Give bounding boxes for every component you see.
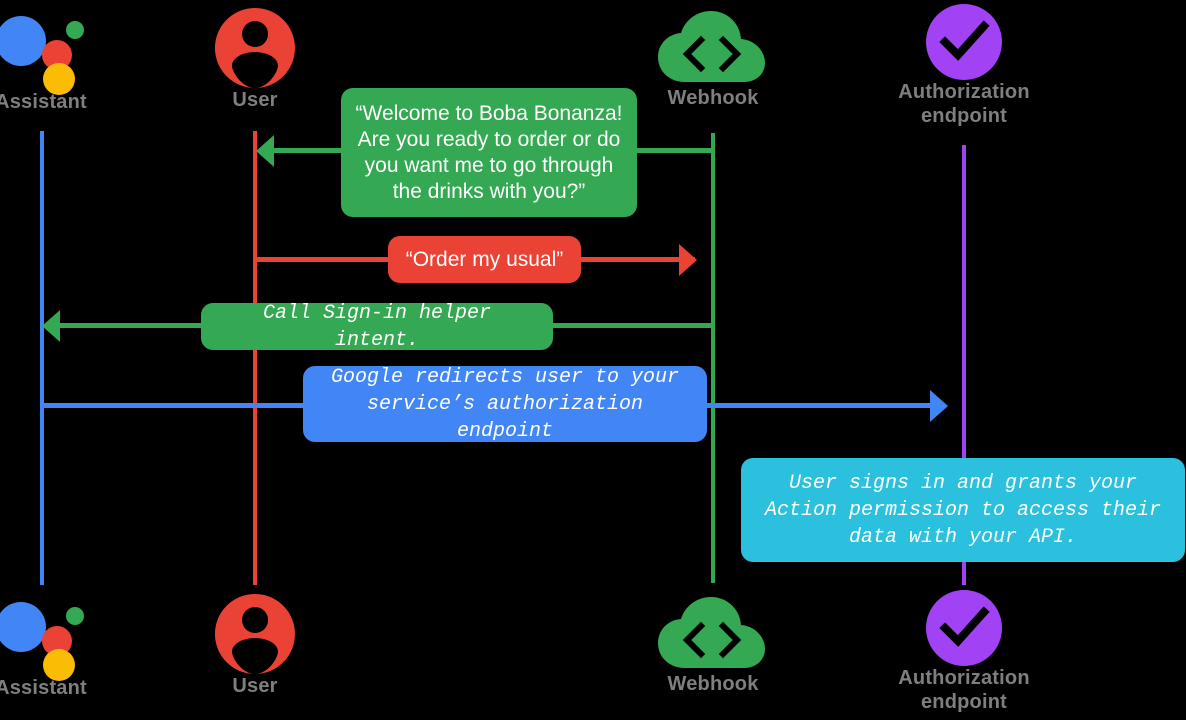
lifeline-assistant (40, 131, 44, 585)
actor-label-authorization-bottom: Authorization endpoint (898, 667, 1030, 713)
user-avatar-svg-bottom (214, 594, 295, 674)
cloud-code-icon-bottom (657, 596, 769, 672)
actor-webhook-bottom: Webhook (613, 596, 813, 696)
lifeline-user (253, 131, 257, 585)
assistant-dot-yellow (43, 63, 75, 95)
actor-authorization-bottom: Authorization endpoint (864, 590, 1064, 714)
google-assistant-dots-icon (0, 8, 86, 95)
message-bubble-signin: Call Sign-in helper intent. (201, 302, 553, 352)
user-avatar-icon (214, 8, 295, 88)
cloud-code-icon (657, 10, 769, 86)
message-bubble-redirect: Google redirects user to your service’s … (303, 365, 707, 443)
purple-check-svg-bottom (926, 590, 1002, 666)
message-text-signin: Call Sign-in helper intent. (262, 301, 492, 352)
purple-check-circle-icon-bottom (926, 590, 1002, 666)
actor-label-assistant-bottom: Assistant (0, 677, 87, 699)
assistant-dot-green (66, 607, 84, 625)
purple-check-svg (926, 4, 1002, 80)
actor-label-user-bottom: User (232, 675, 278, 697)
actor-assistant-bottom: Assistant (0, 594, 141, 700)
purple-check-circle-icon (926, 4, 1002, 80)
actor-label-assistant-top: Assistant (0, 91, 87, 113)
actor-authorization-top: Authorization endpoint (864, 4, 1064, 128)
actor-user-top: User (155, 8, 355, 112)
assistant-dot-blue (0, 602, 46, 652)
arrow-head-signin (42, 310, 60, 342)
message-text-redirect: Google redirects user to your service’s … (330, 365, 680, 443)
actor-assistant-top: Assistant (0, 8, 141, 114)
arrow-head-redirect (930, 390, 948, 422)
lifeline-webhook (711, 133, 715, 583)
google-assistant-dots-icon-bottom (0, 594, 86, 681)
cloud-code-svg (658, 11, 765, 82)
arrow-head-order (679, 244, 697, 276)
cloud-code-svg-bottom (658, 597, 765, 668)
actor-webhook-top: Webhook (613, 10, 813, 110)
actor-label-webhook-top: Webhook (667, 87, 759, 109)
assistant-dot-yellow (43, 649, 75, 681)
message-text-welcome: “Welcome to Boba Bonanza! Are you ready … (355, 101, 623, 203)
actor-user-bottom: User (155, 594, 355, 698)
message-text-grant: User signs in and grants your Action per… (764, 471, 1162, 549)
user-avatar-svg (214, 8, 295, 88)
arrow-head-welcome (256, 135, 274, 167)
message-text-order: “Order my usual” (405, 247, 564, 271)
message-bubble-grant: User signs in and grants your Action per… (741, 458, 1185, 562)
actor-label-authorization-top: Authorization endpoint (898, 81, 1030, 127)
message-bubble-order: “Order my usual” (388, 236, 581, 283)
lifeline-authorization (962, 145, 966, 585)
assistant-dot-green (66, 21, 84, 39)
message-bubble-welcome: “Welcome to Boba Bonanza! Are you ready … (341, 88, 637, 217)
user-avatar-icon-bottom (214, 594, 295, 674)
assistant-dot-blue (0, 16, 46, 66)
actor-label-webhook-bottom: Webhook (667, 673, 759, 695)
actor-label-user-top: User (232, 89, 278, 111)
